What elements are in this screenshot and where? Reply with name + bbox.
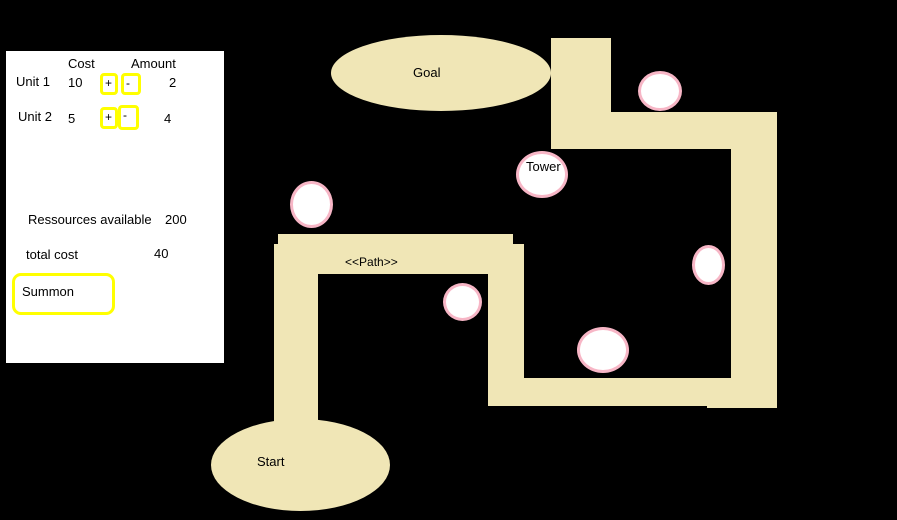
resources-value: 200: [165, 212, 187, 227]
unit-1-cost: 10: [68, 75, 83, 90]
tower-label: Tower: [526, 159, 561, 174]
path-segment: [551, 38, 611, 149]
path-segment: [274, 244, 524, 274]
tower-slot[interactable]: [692, 245, 725, 285]
total-cost-value: 40: [154, 246, 169, 261]
summon-button[interactable]: Summon: [12, 273, 115, 315]
unit-control-panel: Cost Amount Unit 1 10 + - 2 Unit 2 5 + -…: [6, 51, 224, 363]
start-label: Start: [257, 454, 285, 469]
tower-slot[interactable]: [443, 283, 482, 321]
path-segment: [488, 378, 748, 406]
unit-2-minus-button[interactable]: -: [118, 105, 139, 130]
unit-1-minus-button[interactable]: -: [121, 73, 141, 95]
unit-1-plus-button[interactable]: +: [100, 73, 118, 95]
unit-1-amount: 2: [169, 75, 177, 90]
goal-area: [331, 35, 551, 111]
unit-2-label: Unit 2: [18, 109, 52, 124]
cost-column-header: Cost: [68, 56, 95, 71]
goal-label: Goal: [413, 65, 441, 80]
start-area: [211, 419, 390, 511]
total-cost-label: total cost: [26, 247, 79, 262]
unit-1-label: Unit 1: [16, 74, 50, 89]
tower-slot[interactable]: [638, 71, 682, 111]
unit-2-amount: 4: [164, 111, 172, 126]
unit-2-cost: 5: [68, 111, 76, 126]
tower-slot[interactable]: [577, 327, 629, 373]
path-segment: [274, 252, 318, 430]
tower-slot[interactable]: [290, 181, 333, 228]
amount-column-header: Amount: [131, 56, 176, 71]
tower-slot[interactable]: [516, 151, 568, 198]
path-segment: [731, 112, 777, 408]
path-label: <<Path>>: [345, 255, 398, 269]
unit-2-plus-button[interactable]: +: [100, 107, 118, 129]
resources-label: Ressources available: [28, 212, 152, 227]
